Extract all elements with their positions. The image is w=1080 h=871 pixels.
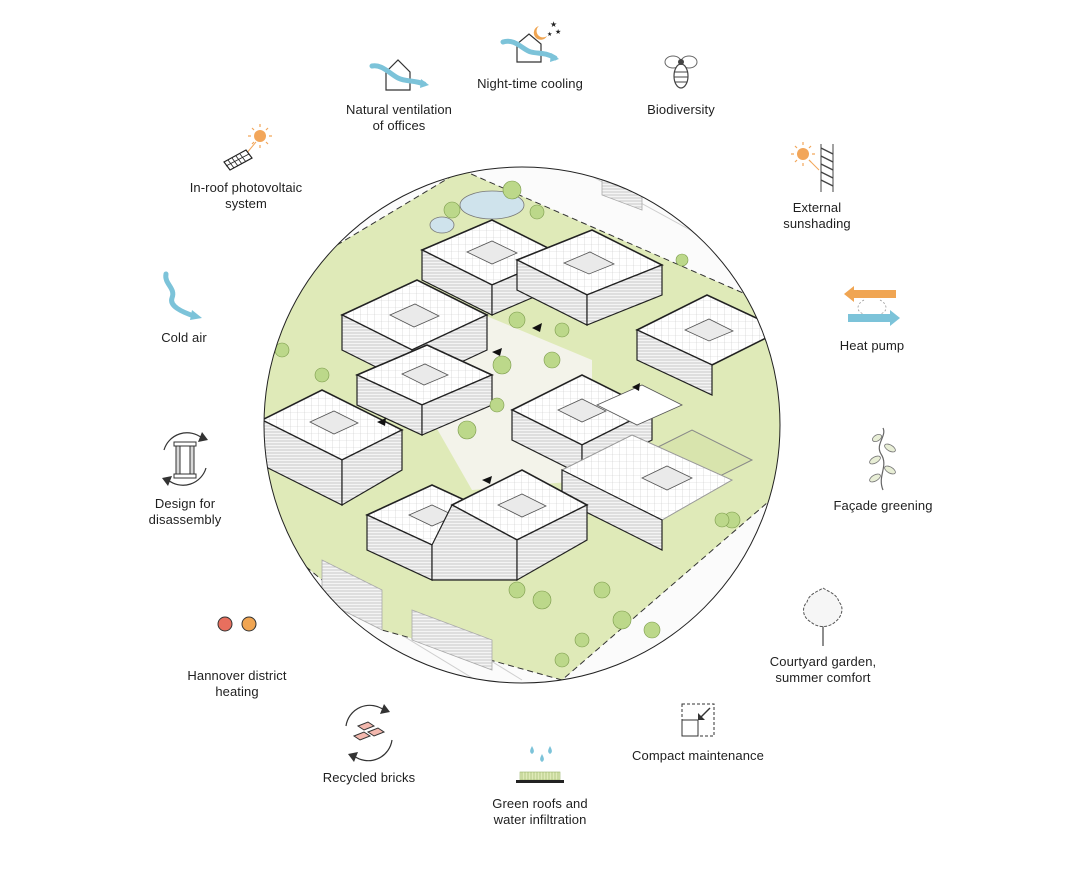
feature-label: Courtyard garden, summer comfort bbox=[769, 654, 877, 685]
building-block-south-2 bbox=[431, 469, 589, 582]
feature-in-roof-photovoltaic: In-roof photovoltaic system bbox=[151, 122, 341, 212]
trees bbox=[274, 180, 741, 668]
house-wind-icon bbox=[369, 59, 429, 91]
disassembly-cycle-icon bbox=[162, 432, 208, 486]
feature-facade-greening: Façade greening bbox=[788, 426, 978, 514]
svg-text:★: ★ bbox=[550, 20, 557, 29]
site-plan-illustration bbox=[263, 166, 781, 684]
pond-small bbox=[429, 216, 455, 234]
feature-design-for-disassembly: Design for disassembly bbox=[90, 428, 280, 528]
cold-air-arrow-icon bbox=[163, 271, 202, 320]
feature-natural-ventilation: Natural ventilation of offices bbox=[304, 50, 494, 134]
heat-pump-arrows-icon bbox=[844, 286, 900, 326]
recycled-bricks-icon bbox=[345, 704, 393, 762]
svg-text:★: ★ bbox=[555, 28, 561, 36]
feature-label: Night-time cooling bbox=[477, 76, 583, 91]
feature-biodiversity: Biodiversity bbox=[586, 50, 776, 118]
bee-icon bbox=[664, 55, 698, 89]
building-block-north-2 bbox=[515, 229, 664, 326]
feature-recycled-bricks: Recycled bricks bbox=[274, 702, 464, 786]
district-heating-dots-icon bbox=[217, 616, 257, 632]
climbing-plant-icon bbox=[869, 427, 896, 491]
building-block-west-3 bbox=[264, 389, 404, 507]
feature-label: Cold air bbox=[161, 330, 207, 345]
svg-text:★: ★ bbox=[547, 31, 552, 38]
feature-compact-maintenance: Compact maintenance bbox=[603, 698, 793, 764]
green-roof-rain-icon bbox=[516, 746, 564, 783]
feature-label: Recycled bricks bbox=[322, 770, 416, 785]
feature-green-roofs: Green roofs and water infiltration bbox=[445, 744, 635, 828]
house-wind-moon-icon: ★ ★ ★ bbox=[500, 20, 561, 63]
feature-label: Hannover district heating bbox=[187, 668, 287, 699]
feature-label: In-roof photovoltaic system bbox=[189, 180, 303, 211]
feature-external-sunshading: External sunshading bbox=[722, 140, 912, 232]
building-block-west-2 bbox=[355, 344, 494, 436]
building-block-east-2 bbox=[560, 429, 754, 551]
building-block-east-1 bbox=[635, 294, 780, 396]
sun-louvre-icon bbox=[791, 142, 834, 192]
feature-district-heating: Hannover district heating bbox=[142, 612, 332, 700]
feature-label: Biodiversity bbox=[647, 102, 715, 117]
feature-night-time-cooling: ★ ★ ★ Night-time cooling bbox=[435, 20, 625, 92]
feature-label: External sunshading bbox=[783, 200, 851, 231]
feature-label: Green roofs and water infiltration bbox=[492, 796, 588, 827]
feature-heat-pump: Heat pump bbox=[777, 284, 967, 354]
feature-label: Heat pump bbox=[839, 338, 905, 353]
feature-courtyard-garden: Courtyard garden, summer comfort bbox=[728, 586, 918, 686]
tree-icon bbox=[803, 587, 843, 646]
entrance-markers bbox=[377, 323, 640, 484]
plan-circle-outline bbox=[263, 166, 781, 684]
feature-label: Compact maintenance bbox=[632, 748, 764, 763]
neighbouring-buildings bbox=[321, 179, 643, 671]
feature-label: Natural ventilation of offices bbox=[346, 102, 452, 133]
compact-square-arrow-icon bbox=[681, 703, 715, 737]
feature-cold-air: Cold air bbox=[89, 270, 279, 346]
feature-label: Façade greening bbox=[833, 498, 933, 513]
feature-label: Design for disassembly bbox=[148, 496, 222, 527]
solar-panel-sun-icon bbox=[223, 124, 272, 171]
